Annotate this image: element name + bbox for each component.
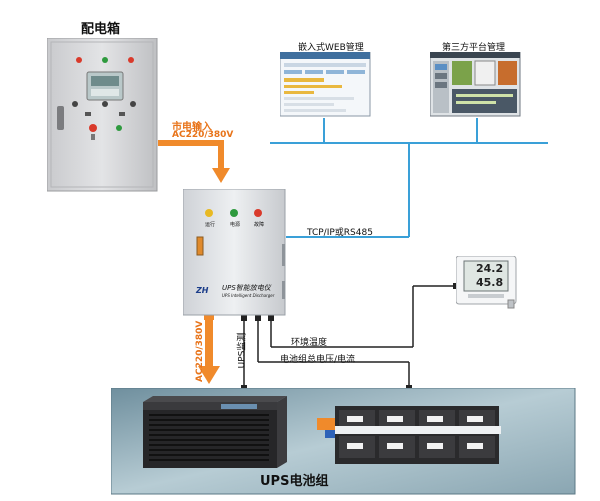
monitor-lines (243, 285, 456, 388)
env-temp-label: 环境温度 (291, 338, 328, 348)
ups-unit (143, 396, 287, 468)
discharger-name-cn: UPS智能放电仪 (222, 284, 271, 292)
embedded-web-screen (280, 52, 371, 117)
network-lines (270, 118, 548, 238)
discharger-name-en: UPS Intelligent Discharger (222, 293, 275, 298)
ups-discharger (183, 189, 286, 316)
ac-output-arrow (198, 314, 220, 384)
indicator-run: 运行 (205, 222, 216, 228)
sensor-humidity: 45.8 (476, 276, 504, 289)
discharger-logo: ZH (196, 286, 209, 295)
indicator-fault: 故障 (254, 222, 265, 228)
tcp-ip-label: TCP/IP或RS485 (307, 228, 373, 238)
ups-battery-label: UPS电池组 (260, 474, 329, 489)
third-party-label: 第三方平台管理 (442, 43, 506, 53)
ups-monitor-label: UPS监测 (237, 332, 248, 369)
mains-input-label: 市电输入 (172, 122, 212, 133)
mains-input-arrow (158, 140, 230, 183)
third-party-screen (430, 52, 521, 117)
ups-battery-group (111, 388, 576, 495)
temp-humidity-sensor (456, 256, 517, 309)
distribution-box-title: 配电箱 (81, 22, 121, 37)
embedded-web-label: 嵌入式WEB管理 (298, 43, 364, 53)
battery-vi-label: 电池组总电压/电流 (280, 355, 356, 365)
battery-pack (317, 406, 501, 464)
ac-output-label: AC220/380V (195, 320, 205, 382)
mains-voltage-label: AC220/380V (172, 130, 234, 140)
distribution-box (47, 38, 158, 192)
indicator-power: 电源 (230, 222, 241, 228)
sensor-temperature: 24.2 (476, 262, 504, 275)
